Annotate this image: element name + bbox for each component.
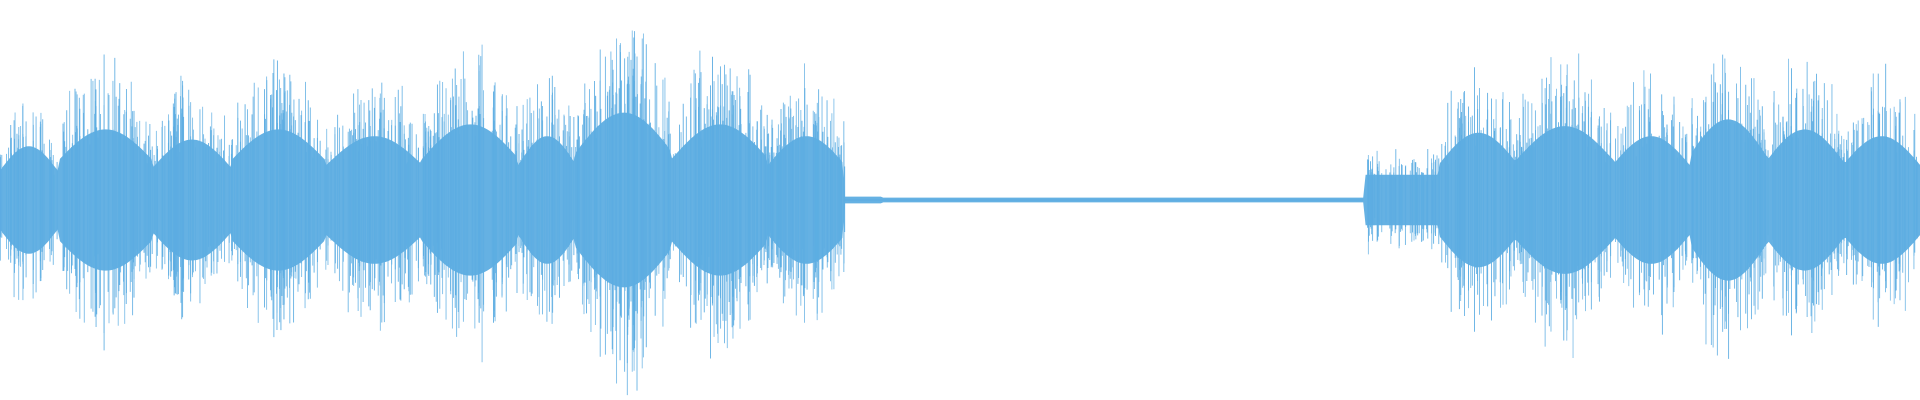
waveform-graph bbox=[0, 30, 1920, 396]
